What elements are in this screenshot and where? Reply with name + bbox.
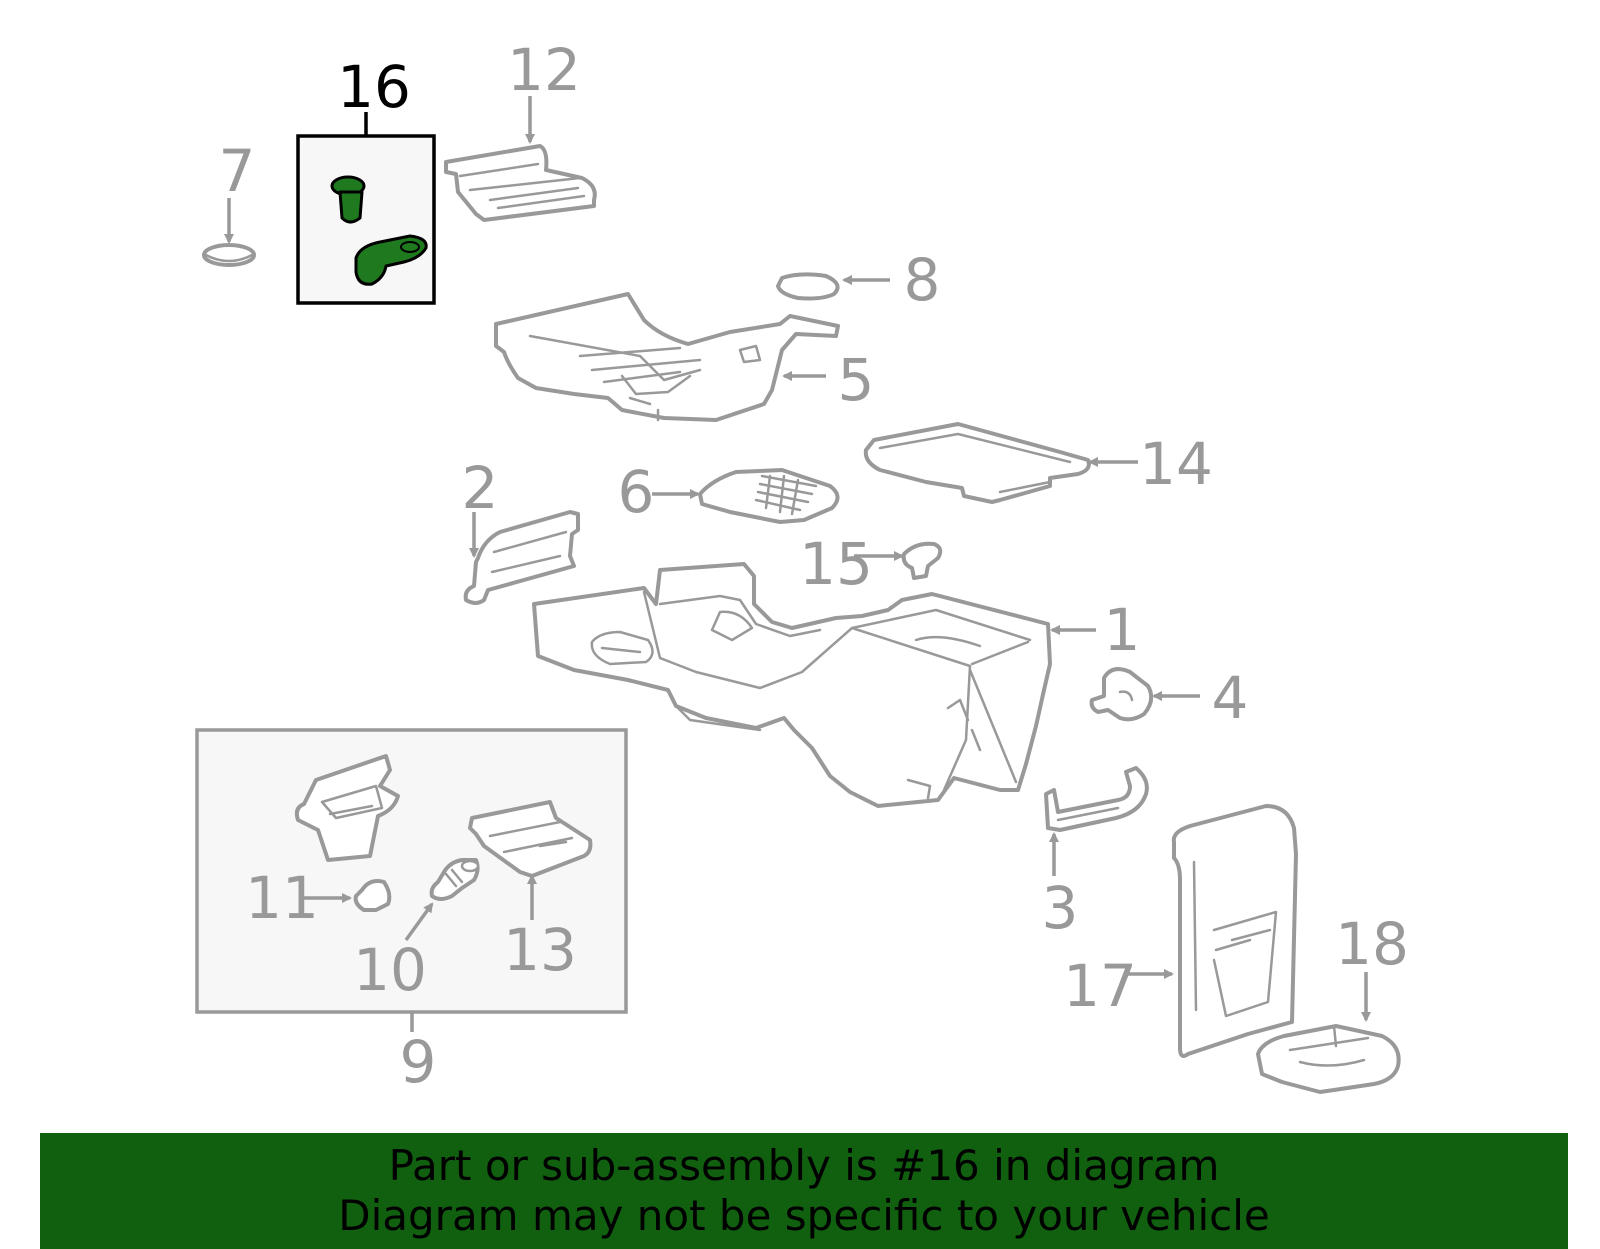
callout-13[interactable]: 13: [503, 916, 577, 984]
part-9-box: [195, 728, 628, 1014]
callout-2[interactable]: 2: [462, 454, 499, 522]
part-14[interactable]: [863, 422, 1091, 504]
banner-line-2: Diagram may not be specific to your vehi…: [338, 1191, 1270, 1240]
callout-11[interactable]: 11: [245, 864, 319, 932]
part-7[interactable]: [202, 243, 256, 267]
part-16-screw: [330, 175, 366, 224]
part-3[interactable]: [1044, 766, 1149, 832]
part-5[interactable]: [494, 292, 840, 422]
info-banner: Part or sub-assembly is #16 in diagram D…: [40, 1133, 1568, 1249]
callout-1[interactable]: 1: [1104, 596, 1141, 664]
part-12[interactable]: [444, 144, 597, 222]
parts-diagram: 16 12 7 8 5 14 2 6 15 1 4 3 11 10 13 17 …: [195, 36, 1409, 1096]
part-8[interactable]: [776, 272, 840, 301]
banner-line-1: Part or sub-assembly is #16 in diagram: [388, 1141, 1220, 1190]
part-11: [353, 879, 392, 912]
callout-8[interactable]: 8: [904, 246, 941, 314]
part-6[interactable]: [698, 468, 840, 524]
callout-18[interactable]: 18: [1335, 910, 1409, 978]
part-16-group[interactable]: [296, 112, 436, 305]
callout-7[interactable]: 7: [219, 137, 256, 205]
part-9-group[interactable]: [195, 728, 628, 1032]
part-10: [429, 858, 480, 901]
part-9-pocket: [294, 754, 400, 862]
part-2[interactable]: [463, 510, 580, 605]
callout-12[interactable]: 12: [507, 36, 581, 104]
callout-5[interactable]: 5: [838, 346, 875, 414]
part-16-cap: [354, 234, 428, 286]
part-13: [468, 800, 593, 878]
part-15[interactable]: [901, 541, 943, 580]
callout-4[interactable]: 4: [1212, 664, 1249, 732]
callout-9[interactable]: 9: [400, 1028, 437, 1096]
part-4[interactable]: [1089, 667, 1154, 722]
part-18[interactable]: [1256, 1024, 1401, 1094]
leader-arrows: [224, 96, 1371, 1022]
callout-14[interactable]: 14: [1139, 430, 1213, 498]
callout-16[interactable]: 16: [337, 53, 411, 121]
part-17[interactable]: [1171, 804, 1298, 1058]
callout-3[interactable]: 3: [1042, 874, 1079, 942]
callout-17[interactable]: 17: [1063, 952, 1137, 1020]
callout-labels: 16 12 7 8 5 14 2 6 15 1 4 3 11 10 13 17 …: [219, 36, 1409, 1096]
callout-6[interactable]: 6: [618, 458, 655, 526]
callout-10[interactable]: 10: [353, 936, 427, 1004]
part-1[interactable]: [532, 562, 1052, 808]
callout-15[interactable]: 15: [799, 530, 873, 598]
